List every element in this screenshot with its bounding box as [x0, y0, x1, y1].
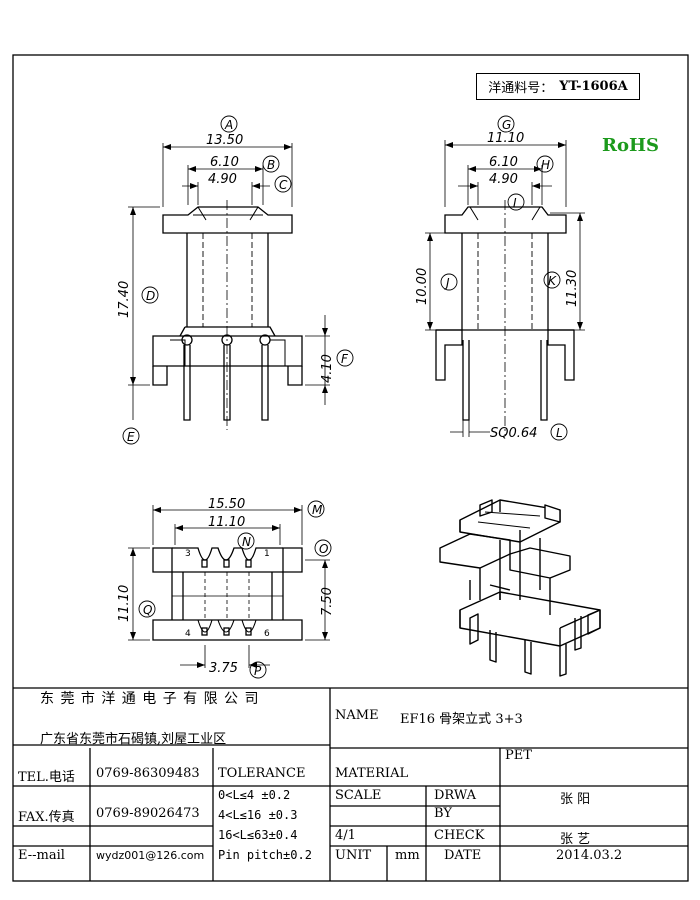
balloon-j: J [444, 276, 450, 290]
dim-i: 4.90 [489, 172, 518, 187]
part-code-value: YT-1606A [559, 79, 628, 94]
dim-j: 10.00 [415, 268, 430, 305]
unit-value: mm [395, 848, 420, 863]
part-code-label: 洋通料号： [488, 81, 554, 96]
email-value: wydz001@126.com [96, 849, 205, 862]
dim-p: 3.75 [209, 661, 238, 676]
company-address: 广东省东莞市石碣镇,刘屋工业区 [40, 732, 227, 747]
tolerance-label: TOLERANCE [218, 766, 306, 781]
company-name: 东 莞 市 洋 通 电 子 有 限 公 司 [40, 691, 260, 707]
balloon-q: Q [143, 603, 152, 617]
dim-m: 15.50 [208, 497, 245, 512]
dim-h: 6.10 [489, 155, 518, 170]
bottom-balloons [138, 500, 332, 679]
balloon-l: L [556, 426, 563, 440]
dim-b: 6.10 [210, 155, 239, 170]
dim-c: 4.90 [208, 172, 237, 187]
check-label: CHECK [434, 828, 485, 843]
dim-n: 11.10 [208, 515, 245, 530]
tolerance-line-2: 4<L≤16 ±0.3 [218, 808, 298, 822]
date-label: DATE [444, 848, 482, 863]
pin-number-4: 4 [185, 629, 191, 639]
pin-number-6: 6 [264, 629, 270, 639]
balloon-h: H [541, 158, 550, 172]
drawn-by-label-1: DRWA [434, 788, 477, 803]
dim-l: SQ0.64 [490, 426, 537, 441]
front-view [128, 143, 330, 430]
title-block-grid [13, 687, 688, 881]
material-label: MATERIAL [335, 766, 409, 781]
dim-f: 4.10 [320, 354, 335, 383]
balloon-n: N [242, 535, 251, 549]
date-value: 2014.03.2 [556, 848, 623, 863]
side-view [425, 140, 585, 437]
tolerance-line-1: 0<L≤4 ±0.2 [218, 788, 291, 802]
balloon-m: M [312, 503, 323, 517]
scale-value: 4/1 [335, 828, 356, 843]
drawn-by-value: 张 阳 [560, 792, 591, 807]
unit-label: UNIT [335, 848, 372, 863]
front-balloons [122, 115, 354, 445]
dim-d: 17.40 [117, 281, 132, 318]
balloon-p: P [254, 664, 262, 678]
balloon-g: G [502, 118, 511, 132]
balloon-o: O [319, 542, 328, 556]
check-value: 张 艺 [560, 832, 591, 847]
tel-value: 0769-86309483 [96, 766, 200, 781]
tolerance-line-3: 16<L≤63±0.4 [218, 828, 298, 842]
balloon-d: D [146, 289, 155, 303]
tel-label: TEL.电话 [18, 770, 75, 785]
email-label: E--mail [18, 848, 65, 863]
isometric-view [439, 499, 601, 677]
balloon-e: E [127, 430, 135, 444]
fax-value: 0769-89026473 [96, 806, 200, 821]
fax-label: FAX.传真 [18, 810, 75, 825]
dim-o: 7.50 [320, 587, 335, 616]
balloon-c: C [279, 178, 288, 192]
dim-q: 11.10 [117, 585, 132, 622]
bottom-view [128, 505, 330, 668]
balloon-f: F [341, 352, 349, 366]
pin-number-3: 3 [185, 549, 191, 559]
rohs-mark: RoHS [602, 135, 659, 156]
balloon-b: B [267, 158, 275, 172]
balloon-i: I [513, 196, 517, 210]
name-label: NAME [335, 708, 379, 723]
tolerance-line-4: Pin pitch±0.2 [218, 848, 312, 862]
part-code-box: 洋通料号： YT-1606A [476, 73, 640, 100]
name-value: EF16 骨架立式 3+3 [400, 712, 523, 727]
side-balloons [440, 115, 568, 441]
pin-number-1: 1 [264, 549, 270, 559]
drawn-by-label-2: BY [434, 806, 452, 821]
scale-label: SCALE [335, 788, 382, 803]
dim-a: 13.50 [206, 133, 243, 148]
balloon-a: A [224, 118, 233, 132]
dim-g: 11.10 [487, 131, 524, 146]
balloon-k: K [548, 274, 557, 288]
sheet-border [12, 54, 689, 882]
dim-k: 11.30 [565, 270, 580, 307]
material-value: PET [505, 748, 532, 763]
